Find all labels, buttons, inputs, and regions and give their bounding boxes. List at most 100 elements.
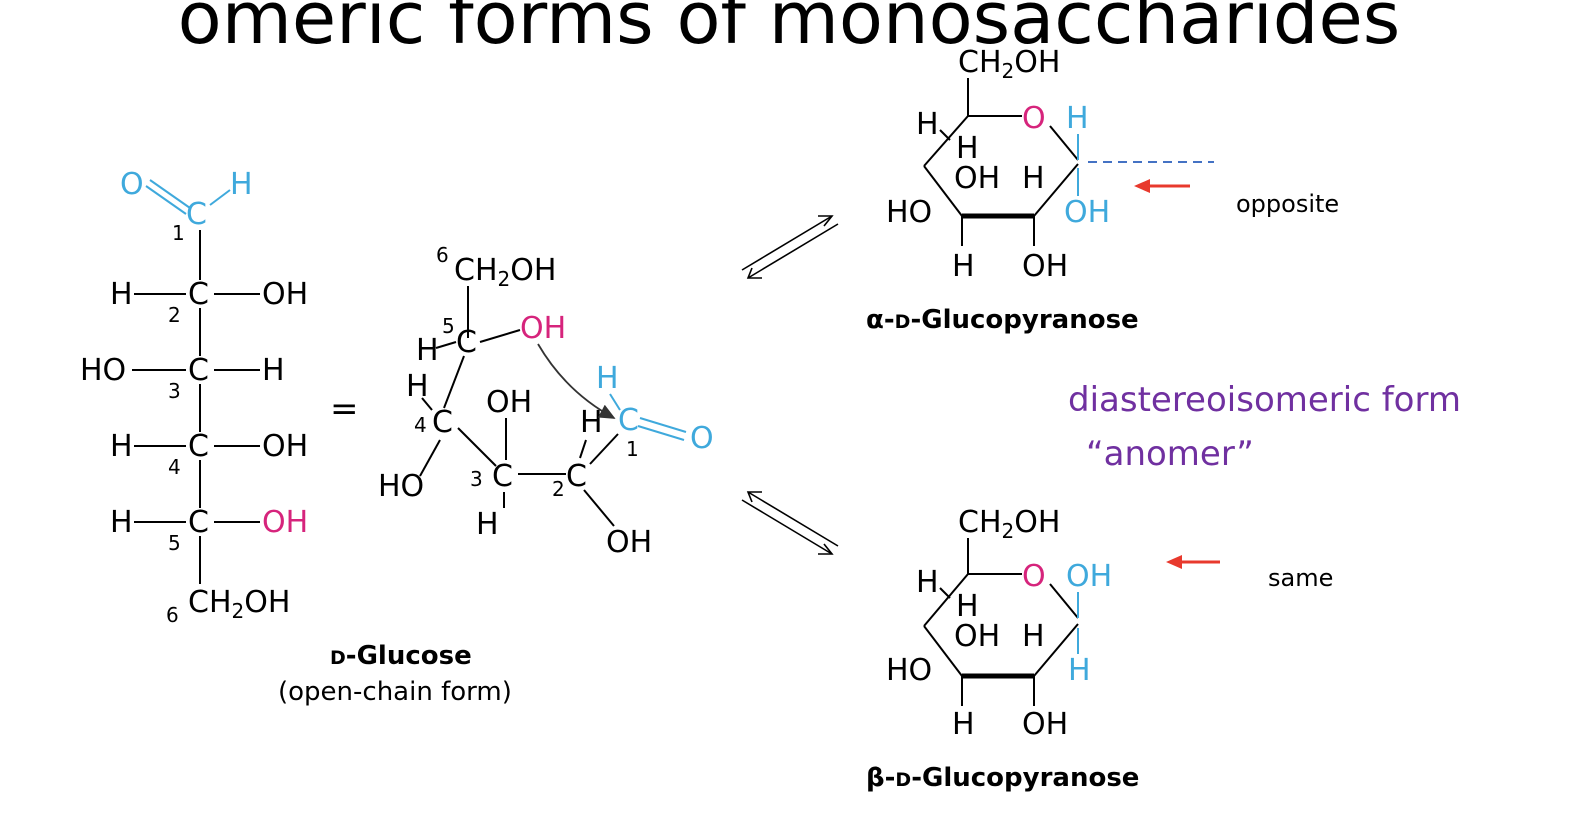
int-c4-c: C: [432, 405, 453, 440]
alpha-label-ho-c4: HO: [886, 195, 932, 230]
int-c1-c: C: [618, 403, 639, 438]
int-c5-c4-bond: [443, 355, 465, 409]
beta-label-h-c5: H: [916, 565, 939, 600]
int-c1-o: O: [690, 421, 714, 456]
beta-ch2oh: CH2OH: [958, 505, 1060, 543]
carbon-4-label: C: [188, 429, 209, 464]
alpha-label-oh-bottom: OH: [1022, 249, 1068, 284]
alpha-anomeric-oh: OH: [1064, 195, 1110, 230]
carbon-1-label: C: [186, 197, 207, 232]
carbon-number-4: 4: [168, 455, 181, 479]
slide-title: omeric forms of monosaccharides: [177, 0, 1401, 60]
alpha-c5-c4-bond: [923, 115, 969, 167]
carbon-number-5: 5: [168, 531, 181, 555]
c5-right-group-hydroxyl: OH: [262, 505, 308, 540]
alpha-label-h-c5: H: [916, 107, 939, 142]
alpha-label-oh-c3: OH: [954, 161, 1000, 196]
int-c5-h: H: [416, 333, 439, 368]
equilibrium-arrow-lower: [741, 491, 839, 555]
alpha-label-h-c2: H: [1022, 161, 1045, 196]
c4-left-group: H: [110, 429, 133, 464]
beta-label-ho-c4: HO: [886, 653, 932, 688]
c2-right-group: OH: [262, 277, 308, 312]
nucleophilic-attack-arrow: [537, 343, 616, 419]
anomer-label: “anomer”: [1086, 434, 1254, 474]
beta-ring-oxygen: O: [1022, 559, 1046, 594]
equals-sign: =: [330, 389, 359, 429]
beta-c5-h-bond: [939, 587, 951, 599]
alpha-ch2oh: CH2OH: [958, 45, 1060, 83]
aldehyde-hydrogen-label: H: [230, 167, 253, 202]
alpha-glucopyranose-structure: CH2OH O H H OH H HO H OH H OH α-D-Glucop…: [866, 45, 1214, 335]
int-c3-c: C: [492, 459, 513, 494]
beta-label-oh-bottom: OH: [1022, 707, 1068, 742]
int-c5-c: C: [456, 325, 477, 360]
int-c1-h-bond: [609, 393, 621, 411]
int-c2-c: C: [566, 459, 587, 494]
open-chain-name: D-Glucose: [330, 641, 472, 671]
same-annotation: same: [1268, 564, 1334, 592]
alpha-o-c1-bond: [1049, 125, 1079, 161]
int-c1-h: H: [596, 361, 619, 396]
alpha-label-h-bottom: H: [952, 249, 975, 284]
carbon-2-label: C: [188, 277, 209, 312]
c3-left-group: HO: [80, 353, 126, 388]
int-c4-c3-bond: [457, 427, 497, 467]
int-c4-h: H: [406, 369, 429, 404]
carbon-number-6: 6: [166, 603, 179, 627]
beta-anomeric-h: H: [1068, 653, 1091, 688]
diastereoisomeric-form-label: diastereoisomeric form: [1068, 380, 1461, 420]
int-number-2: 2: [552, 477, 565, 501]
red-arrow-alpha: [1134, 179, 1190, 193]
int-c4-ho: HO: [378, 469, 424, 504]
beta-c4-c3-bond: [923, 625, 963, 677]
beta-label-h-c2: H: [1022, 619, 1045, 654]
int-c4-ho-bond: [419, 439, 441, 477]
carbon-number-2: 2: [168, 303, 181, 327]
aldehyde-double-bond-b: [149, 179, 191, 209]
c4-right-group: OH: [262, 429, 308, 464]
alpha-name: α-D-Glucopyranose: [866, 305, 1139, 335]
int-number-4: 4: [414, 413, 427, 437]
int-number-1: 1: [626, 437, 639, 461]
cyclization-intermediate: 6 CH2OH 5 H C OH H 4 C HO OH 3 C H H 2 C…: [378, 243, 714, 560]
alpha-ring-oxygen: O: [1022, 101, 1046, 136]
carbon-3-label: C: [188, 353, 209, 388]
equilibrium-arrow-upper: [741, 215, 839, 279]
int-c5-hydroxyl: OH: [520, 311, 566, 346]
red-arrow-beta: [1166, 555, 1220, 569]
beta-o-c1-bond: [1049, 583, 1079, 619]
alpha-c5-h-bond: [939, 129, 951, 141]
int-number-3: 3: [470, 467, 483, 491]
int-number-6: 6: [436, 243, 449, 267]
aldehyde-oxygen-label: O: [120, 167, 144, 202]
open-chain-subtitle: (open-chain form): [278, 677, 512, 707]
beta-c5-c4-bond: [923, 573, 969, 627]
alpha-c4-c3-bond: [923, 165, 963, 217]
int-c5-oh-bond: [479, 329, 521, 343]
alpha-anomeric-h: H: [1066, 101, 1089, 136]
int-c1-o-bond-a: [639, 417, 687, 433]
carbon-number-1: 1: [172, 221, 185, 245]
beta-label-oh-c3: OH: [954, 619, 1000, 654]
int-c2-oh: OH: [606, 525, 652, 560]
int-number-5: 5: [442, 314, 455, 338]
int-c3-oh: OH: [486, 385, 532, 420]
beta-name: β-D-Glucopyranose: [866, 763, 1139, 793]
c5-left-group: H: [110, 505, 133, 540]
beta-label-h-c4: H: [956, 589, 979, 624]
int-c2-h: H: [580, 405, 603, 440]
carbon-number-3: 3: [168, 379, 181, 403]
int-c2-c1-bond: [589, 433, 619, 465]
opposite-annotation: opposite: [1236, 190, 1340, 218]
aldehyde-double-bond-a: [145, 185, 187, 215]
c3-right-group: H: [262, 353, 285, 388]
open-chain-fischer-projection: O H C 1 C H OH 2 C HO H 3 C H OH 4 C: [80, 167, 512, 707]
int-c4-h-bond: [421, 397, 433, 411]
alpha-label-h-c4: H: [956, 131, 979, 166]
beta-glucopyranose-structure: CH2OH O H H OH H HO H OH OH H β-D-Glucop…: [866, 505, 1139, 793]
int-c1-o-bond-b: [637, 425, 685, 441]
carbon-5-label: C: [188, 505, 209, 540]
int-c3-h: H: [476, 507, 499, 542]
